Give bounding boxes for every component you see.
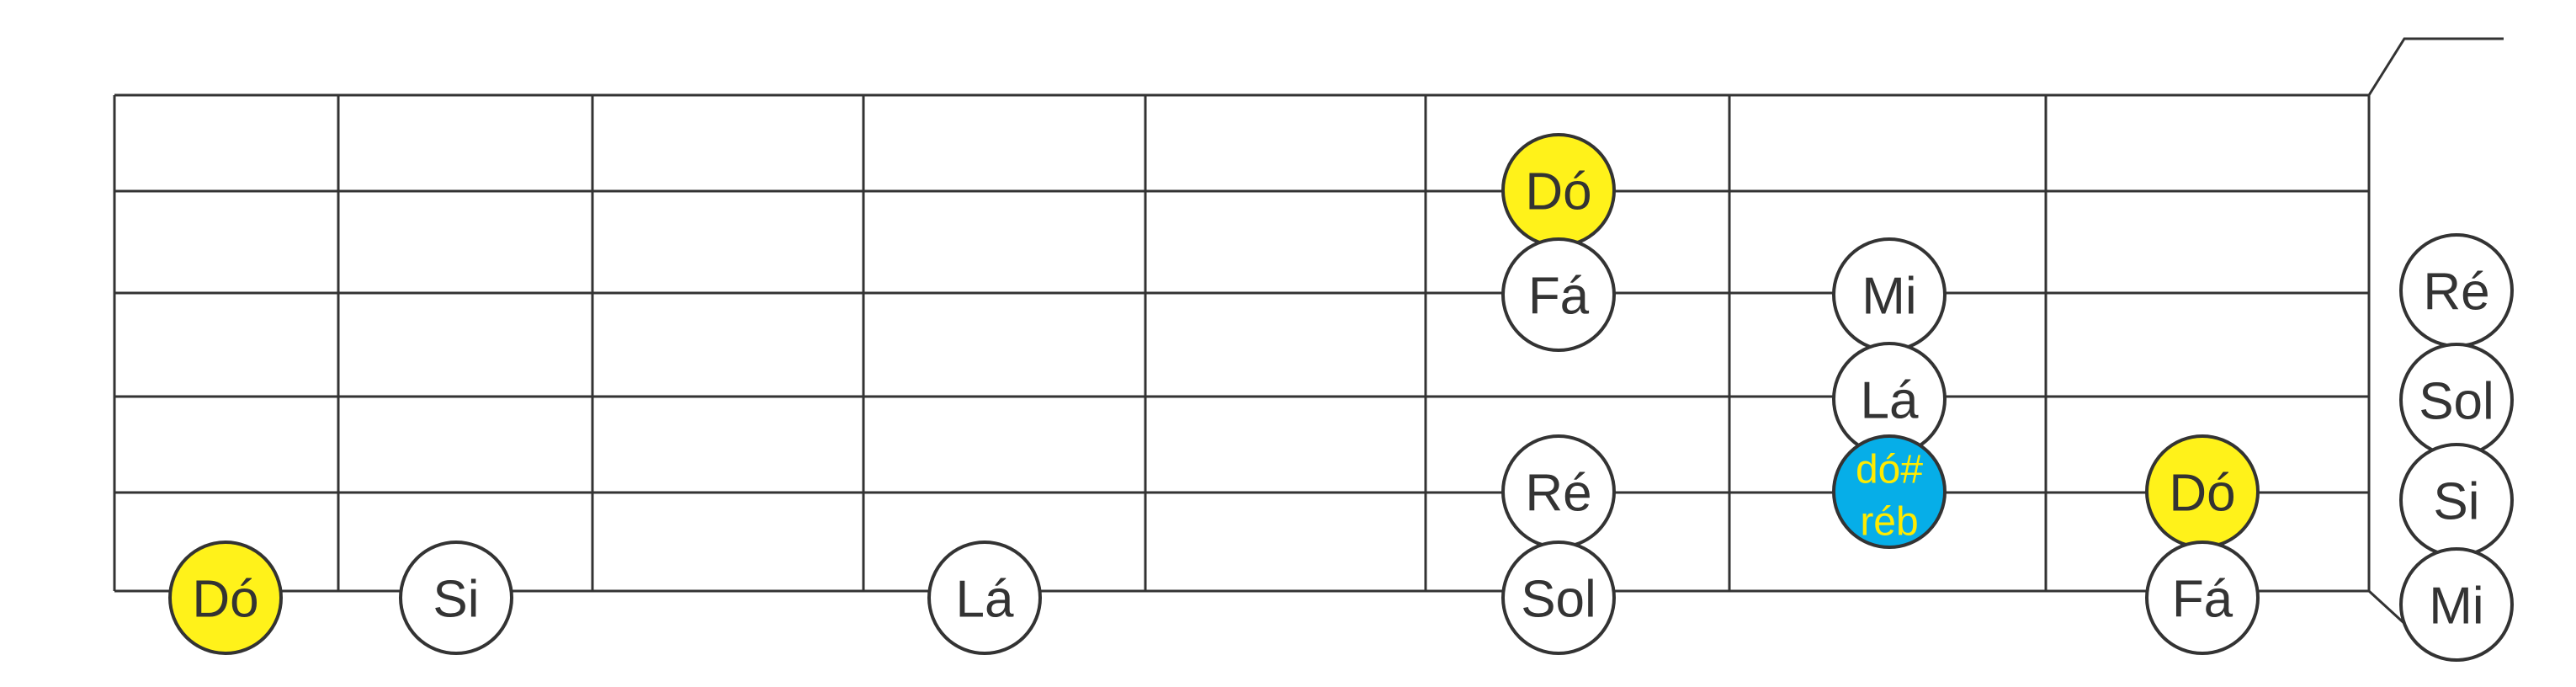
headstock-top-line xyxy=(2367,37,2504,96)
open-string-marker: Sol xyxy=(2399,343,2514,457)
note-label: dó# xyxy=(1856,448,1923,493)
note-marker: Sol xyxy=(1501,541,1616,655)
note-label: Mi xyxy=(1862,268,1916,326)
note-label: Dó xyxy=(2169,465,2235,523)
open-string-marker: Si xyxy=(2399,443,2514,557)
open-string-label: Si xyxy=(2433,473,2479,531)
note-marker: Fá xyxy=(1501,237,1616,352)
note-circle xyxy=(1501,541,1616,655)
note-label: Dó xyxy=(192,571,258,629)
note-label: Fá xyxy=(2172,571,2233,629)
open-string-circle xyxy=(2399,547,2514,662)
note-label: Lá xyxy=(956,571,1014,629)
open-string-label: Mi xyxy=(2429,578,2483,636)
note-circle xyxy=(1501,237,1616,352)
note-marker: Dó xyxy=(168,541,283,655)
open-string-label: Sol xyxy=(2419,373,2494,431)
note-label: Lá xyxy=(1861,372,1919,430)
note-marker: Dó xyxy=(2145,434,2260,549)
fretboard-grid xyxy=(113,37,2504,629)
note-label: réb xyxy=(1860,500,1918,545)
note-label: Fá xyxy=(1528,268,1590,326)
note-marker: Mi xyxy=(1832,237,1947,352)
note-marker: Lá xyxy=(1832,342,1947,456)
note-label: Dó xyxy=(1525,163,1591,221)
note-label: Ré xyxy=(1525,465,1591,523)
note-circle xyxy=(1832,434,1947,549)
open-string-label: Ré xyxy=(2423,264,2489,322)
note-marker: Ré xyxy=(1501,434,1616,549)
note-circle xyxy=(927,541,1042,655)
note-label: Si xyxy=(433,571,479,629)
note-circle xyxy=(168,541,283,655)
note-marker: Lá xyxy=(927,541,1042,655)
note-marker: Fá xyxy=(2145,541,2260,655)
note-circle xyxy=(399,541,513,655)
note-marker: Dó xyxy=(1501,133,1616,248)
open-string-marker: Ré xyxy=(2399,233,2514,348)
open-string-marker: Mi xyxy=(2399,547,2514,662)
note-marker: dó# réb xyxy=(1832,434,1947,549)
note-circle xyxy=(2145,541,2260,655)
note-label: Sol xyxy=(1521,571,1596,629)
note-marker: Si xyxy=(399,541,513,655)
